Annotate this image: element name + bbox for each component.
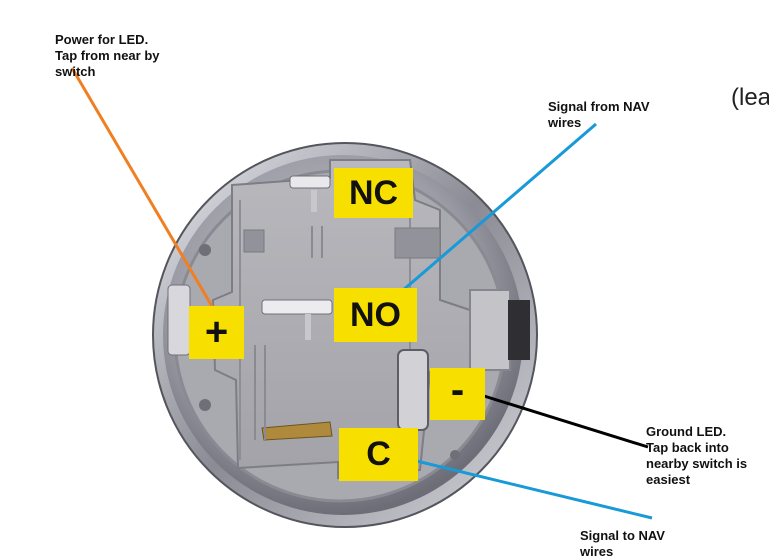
terminal-prong-nc	[289, 175, 331, 189]
ground-wire-line	[483, 394, 649, 449]
bezel-hole	[450, 450, 460, 460]
housing-notch	[394, 227, 441, 259]
cropped-text: (lea	[731, 84, 769, 111]
signal-to-note: Signal to NAV wires	[580, 528, 665, 559]
signal-from-wire-line	[379, 122, 597, 312]
switch-side-tab	[469, 289, 511, 371]
terminal-label-minus: -	[430, 368, 485, 420]
terminal-label-no: NO	[334, 288, 417, 342]
bezel-hole	[199, 244, 211, 256]
signal-to-wire-line	[395, 454, 653, 520]
switch-side-slot	[508, 300, 530, 360]
terminal-prong-plus	[167, 284, 191, 356]
bezel-hole	[199, 399, 211, 411]
housing-embossed-marking	[254, 226, 323, 440]
power-wire-line	[70, 67, 218, 314]
power-note: Power for LED. Tap from near by switch	[55, 32, 160, 79]
terminal-label-c: C	[339, 428, 418, 481]
housing-notch	[243, 229, 265, 253]
ground-note: Ground LED. Tap back into nearby switch …	[646, 424, 748, 487]
terminal-label-nc: NC	[334, 168, 413, 218]
terminal-prong-no	[261, 299, 333, 315]
terminal-prong-minus	[397, 349, 429, 431]
terminal-prong-c	[261, 421, 333, 441]
terminal-label-plus: +	[189, 306, 244, 359]
signal-from-note: Signal from NAV wires	[548, 99, 650, 130]
